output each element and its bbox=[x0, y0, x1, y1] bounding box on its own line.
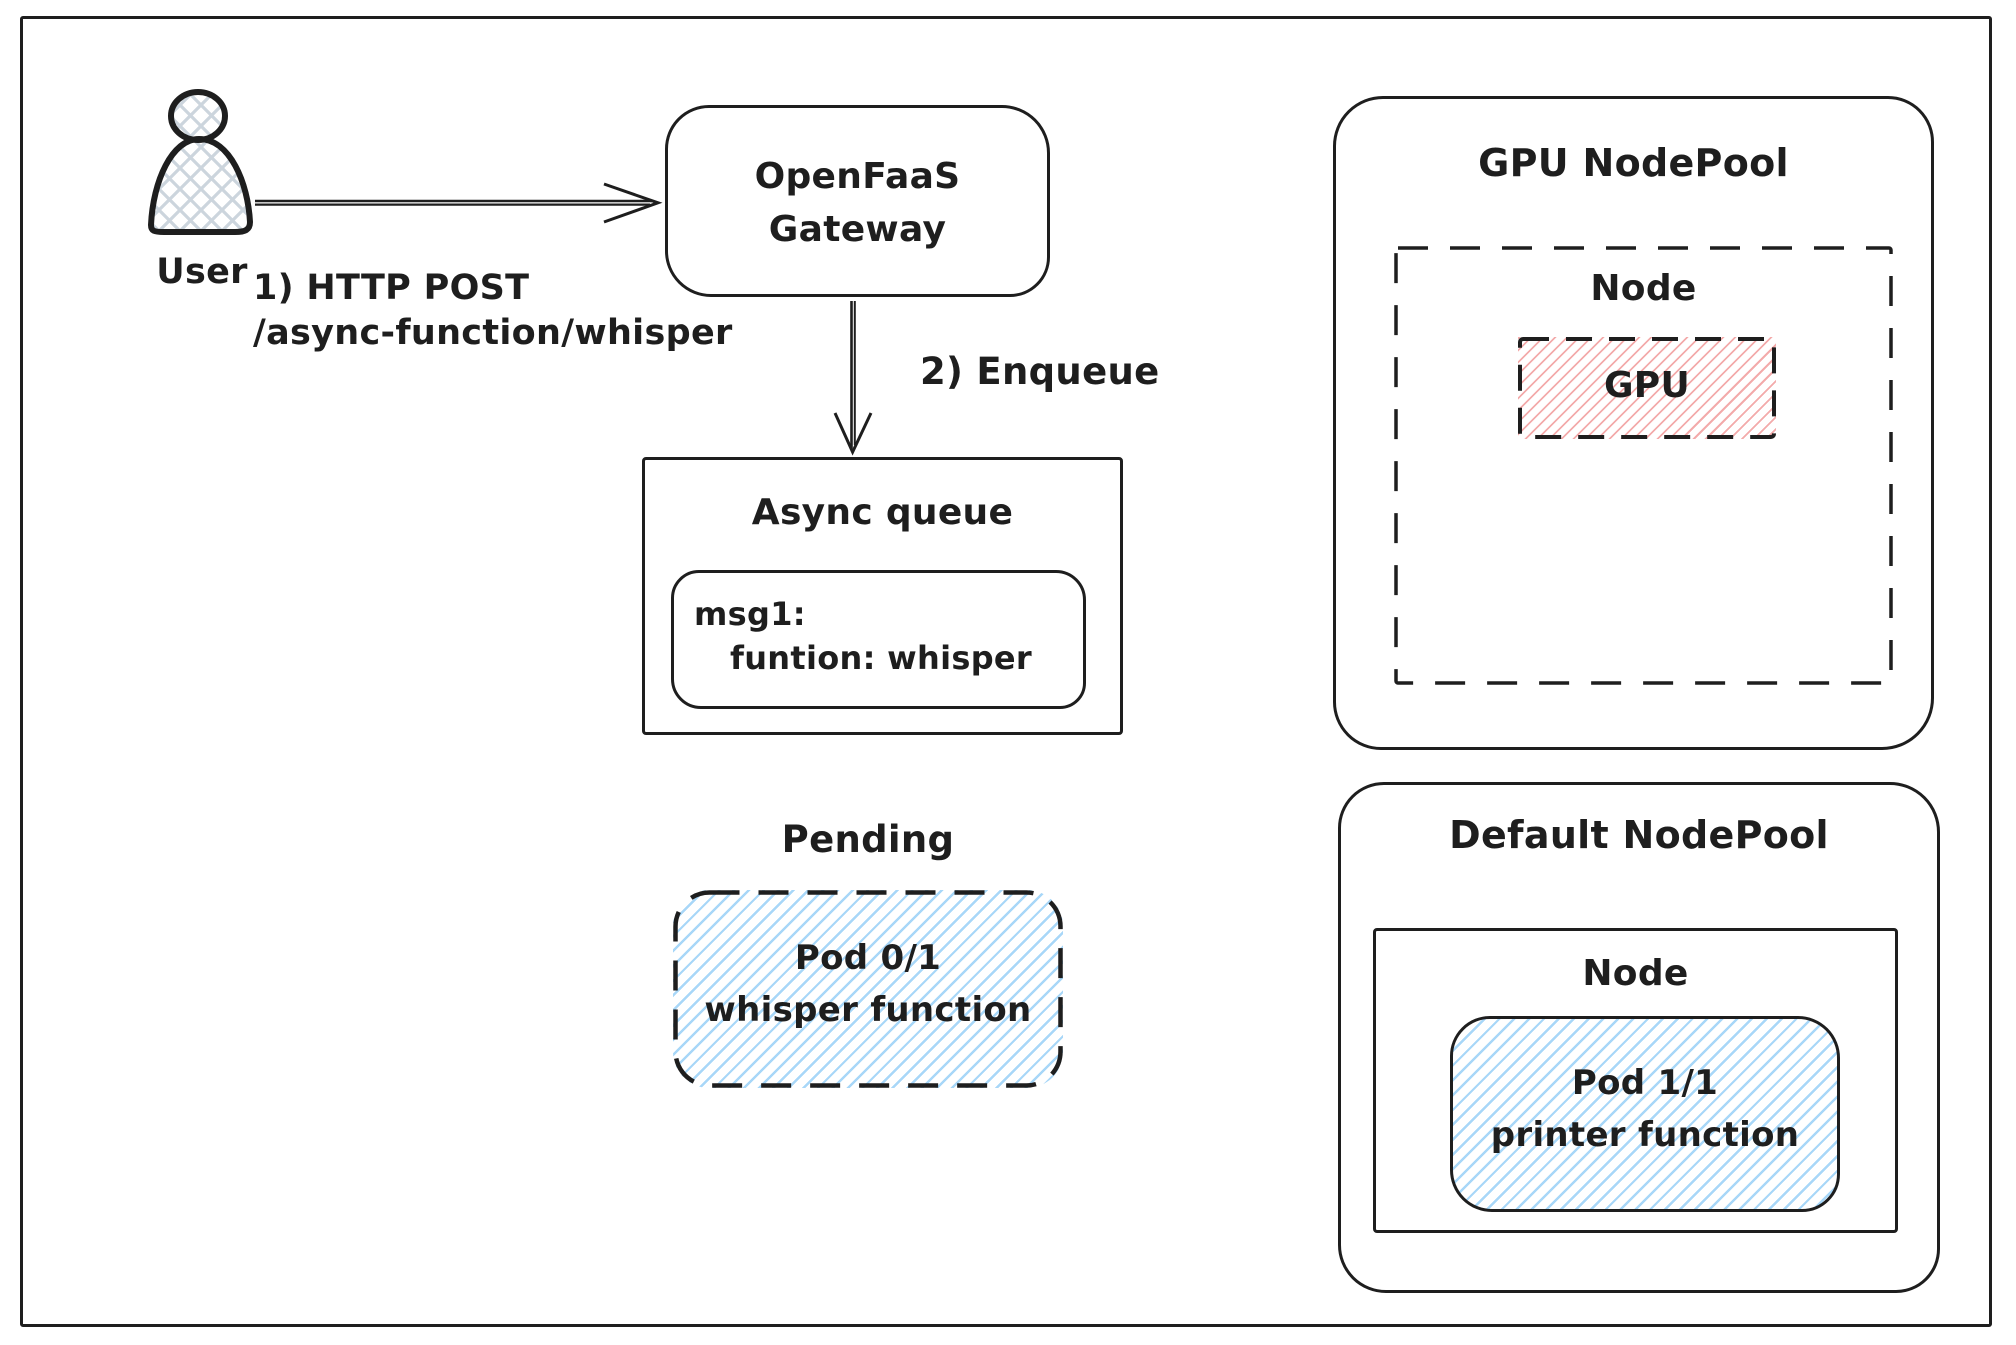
printer-pod-line1: Pod 1/1 bbox=[1571, 1063, 1719, 1103]
gpu-label: GPU bbox=[1603, 365, 1691, 406]
printer-pod-box: Pod 1/1 printer function bbox=[1450, 1016, 1840, 1212]
enqueue-label: 2) Enqueue bbox=[920, 350, 1160, 393]
queue-message-line1: msg1: bbox=[694, 595, 806, 633]
printer-pod-line2: printer function bbox=[1490, 1115, 1800, 1155]
user-label: User bbox=[156, 252, 248, 292]
default-node-box: Node Pod 1/1 printer function bbox=[1373, 928, 1898, 1233]
enqueue-arrow bbox=[830, 299, 876, 457]
pending-label: Pending bbox=[781, 818, 955, 861]
default-nodepool-title: Default NodePool bbox=[1449, 813, 1829, 857]
http-post-arrow bbox=[252, 180, 666, 226]
user-icon bbox=[138, 84, 266, 240]
pending-pod-line2: whisper function bbox=[704, 990, 1032, 1030]
http-post-label-line1: 1) HTTP POST bbox=[253, 268, 530, 308]
gpu-node-dashed-border bbox=[1394, 246, 1893, 685]
pending-pod-box: Pod 0/1 whisper function bbox=[673, 890, 1063, 1088]
user-head bbox=[171, 92, 225, 140]
queue-message-line2: funtion: whisper bbox=[730, 639, 1033, 677]
gateway-label-line1: OpenFaaS bbox=[754, 156, 961, 197]
default-node-label: Node bbox=[1582, 953, 1689, 994]
queue-message-box: msg1: funtion: whisper bbox=[671, 570, 1086, 709]
http-post-label-line2: /async-function/whisper bbox=[253, 313, 733, 353]
async-queue-title: Async queue bbox=[751, 492, 1014, 533]
pending-pod-line1: Pod 0/1 bbox=[794, 938, 942, 978]
gpu-nodepool-title: GPU NodePool bbox=[1478, 141, 1789, 185]
user-body bbox=[151, 139, 250, 232]
gpu-box: GPU bbox=[1518, 337, 1776, 439]
gpu-nodepool-box: GPU NodePool Node GPU bbox=[1333, 96, 1934, 750]
default-nodepool-box: Default NodePool Node Pod 1/1 printer fu… bbox=[1338, 782, 1940, 1293]
gpu-node-label: Node bbox=[1590, 268, 1697, 309]
http-post-label: 1) HTTP POST /async-function/whisper bbox=[253, 266, 733, 356]
async-queue-box: Async queue msg1: funtion: whisper bbox=[642, 457, 1123, 735]
outer-frame bbox=[20, 16, 1992, 1327]
gpu-node-box: Node GPU bbox=[1394, 246, 1893, 685]
gateway-box: OpenFaaS Gateway bbox=[665, 105, 1050, 297]
gateway-label-line2: Gateway bbox=[768, 209, 947, 250]
